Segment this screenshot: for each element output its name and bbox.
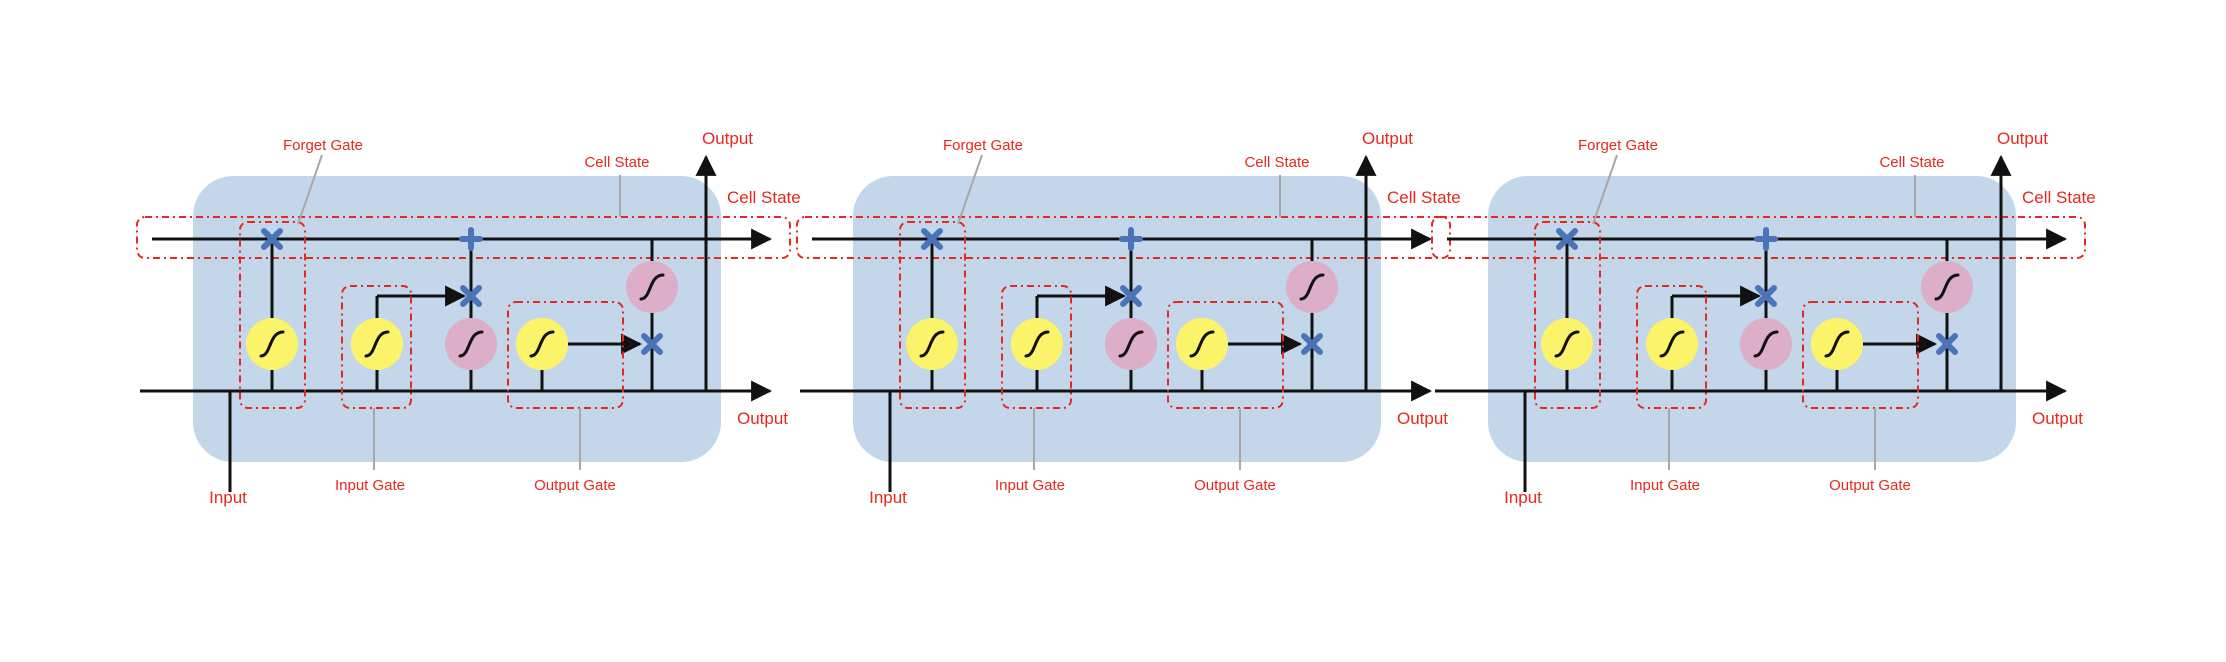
forget-gate-label: Forget Gate [283,137,363,154]
input-label: Input [209,488,247,507]
cell-state-top-label: Cell State [584,154,649,171]
cell-state-right-label: Cell State [2022,188,2096,207]
cell-state-highlight [796,216,1451,259]
candidate-tanh [1105,318,1157,370]
input-gate-sigmoid [1011,318,1063,370]
output-right-label: Output [1397,409,1448,428]
output-gate-label: Output Gate [1194,477,1276,494]
input-gate-sigmoid [1646,318,1698,370]
output-gate-sigmoid [1811,318,1863,370]
cell-state-highlight [136,216,791,259]
input-gate-highlight [341,285,412,409]
cell-state-top-label: Cell State [1879,154,1944,171]
output-right-label: Output [2032,409,2083,428]
output-gate-label: Output Gate [534,477,616,494]
output-top-label: Output [1997,129,2048,148]
input-gate-highlight [1636,285,1707,409]
output-gate-label: Output Gate [1829,477,1911,494]
input-gate-label: Input Gate [335,477,405,494]
forget-gate-sigmoid [1541,318,1593,370]
output-tanh [1286,261,1338,313]
input-gate-highlight [1001,285,1072,409]
cell-state-highlight [1431,216,2086,259]
output-gate-highlight [507,301,624,409]
output-gate-sigmoid [1176,318,1228,370]
input-gate-label: Input Gate [1630,477,1700,494]
output-top-label: Output [702,129,753,148]
forget-gate-sigmoid [246,318,298,370]
forget-gate-leader [957,154,983,225]
output-tanh [626,261,678,313]
input-gate-sigmoid [351,318,403,370]
forget-gate-leader [297,154,323,225]
forget-gate-label: Forget Gate [1578,137,1658,154]
candidate-tanh [1740,318,1792,370]
forget-gate-leader [1592,154,1618,225]
output-tanh [1921,261,1973,313]
cell-state-right-label: Cell State [1387,188,1461,207]
candidate-tanh [445,318,497,370]
forget-gate-sigmoid [906,318,958,370]
forget-gate-label: Forget Gate [943,137,1023,154]
output-right-label: Output [737,409,788,428]
output-gate-highlight [1167,301,1284,409]
output-gate-highlight [1802,301,1919,409]
output-top-label: Output [1362,129,1413,148]
input-label: Input [1504,488,1542,507]
cell-state-top-label: Cell State [1244,154,1309,171]
input-label: Input [869,488,907,507]
output-gate-sigmoid [516,318,568,370]
input-gate-label: Input Gate [995,477,1065,494]
cell-state-right-label: Cell State [727,188,801,207]
